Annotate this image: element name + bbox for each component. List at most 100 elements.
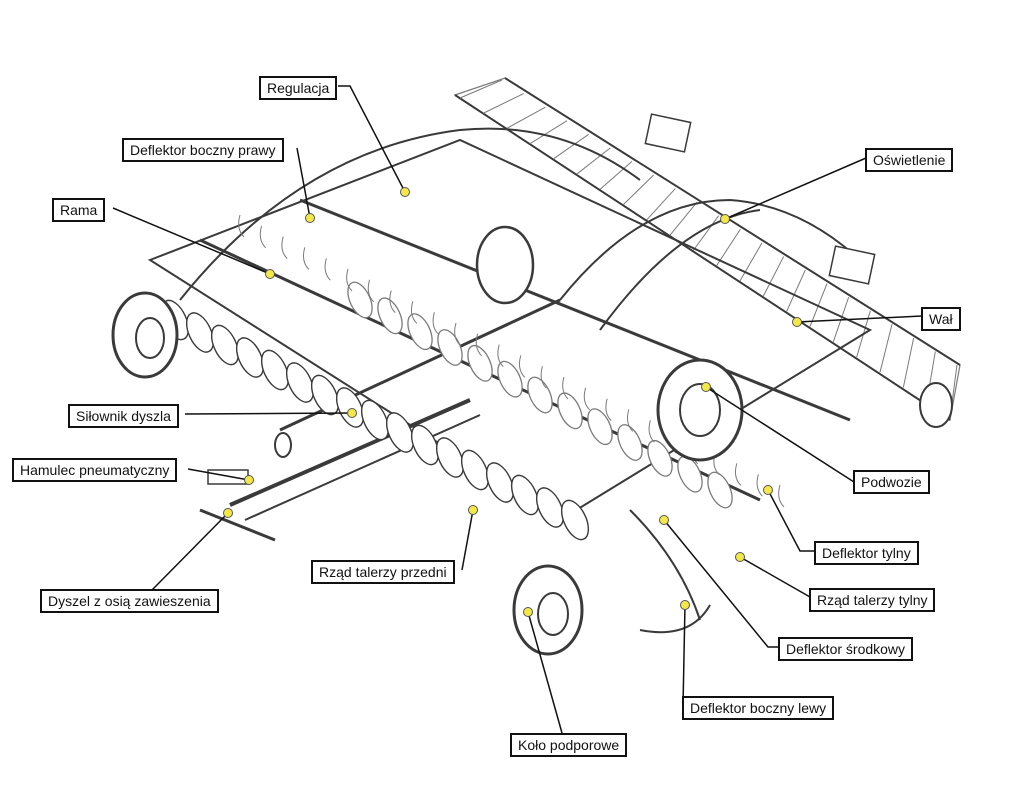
leader-line-silownik-dyszla <box>184 412 353 415</box>
label-regulacja: Regulacja <box>259 76 338 100</box>
tine <box>346 268 353 292</box>
front-disc <box>235 337 265 378</box>
roller-bar <box>483 93 524 114</box>
roller-bar <box>902 337 915 388</box>
label-rzad-talerzy-tylny: Rząd talerzy tylny <box>809 588 936 612</box>
roller-bar <box>459 79 503 99</box>
side-deflector-left-plate <box>629 509 701 621</box>
leader-line-wal <box>796 315 923 323</box>
transport-wheel-front <box>656 358 744 462</box>
marker-dot-rzad-talerzy-przedni <box>468 505 478 515</box>
frame-arch-left <box>179 127 641 301</box>
rear-disc <box>497 360 523 398</box>
roller-bar <box>716 229 741 266</box>
tine <box>756 474 763 497</box>
marker-dot-regulacja <box>400 187 410 197</box>
front-disc <box>560 499 590 541</box>
light-panel-right <box>828 245 876 285</box>
side-deflector-left-edge <box>639 604 711 634</box>
roller-bar <box>762 256 785 297</box>
label-silownik-dyszla: Siłownik dyszla <box>68 404 179 428</box>
leader-line-podwozie <box>705 386 855 483</box>
rear-disc <box>587 408 613 446</box>
rear-disc <box>527 376 553 414</box>
front-disc <box>385 412 415 453</box>
front-disc <box>435 437 465 478</box>
roller-bar <box>739 242 763 282</box>
roller-bar <box>622 174 655 206</box>
marker-dot-deflektor-boczny-prawy <box>305 213 315 223</box>
roller-bar <box>529 120 568 145</box>
tine <box>734 463 742 486</box>
suspension-axle <box>199 508 276 542</box>
main-frame-outline <box>147 138 873 522</box>
label-rzad-talerzy-przedni: Rząd talerzy przedni <box>311 560 455 584</box>
tine <box>778 484 785 508</box>
front-disc <box>310 374 340 416</box>
front-disc <box>510 474 540 516</box>
roller-bar <box>553 133 589 160</box>
marker-dots <box>223 187 802 617</box>
transport-wheel-rear <box>475 225 535 305</box>
tine <box>324 258 331 281</box>
label-rama: Rama <box>52 198 106 222</box>
marker-dot-deflektor-boczny-lewy <box>680 600 690 610</box>
support-wheel-left <box>111 291 179 379</box>
leader-line-oswietlenie <box>724 157 867 220</box>
tine <box>302 247 310 270</box>
roller-end-cap <box>919 382 953 428</box>
leader-line-regulacja <box>338 85 406 193</box>
marker-dot-hamulec-pneumatyczny <box>244 475 254 485</box>
tine <box>518 355 526 378</box>
leader-line-dyszel-z-osia-zawieszenia <box>151 512 229 591</box>
leader-line-deflektor-boczny-prawy <box>296 147 311 219</box>
marker-dot-silownik-dyszla <box>347 408 357 418</box>
front-disc <box>210 324 240 366</box>
marker-dot-dyszel-z-osia-zawieszenia <box>223 508 233 518</box>
marker-dot-deflektor-srodkowy <box>659 515 669 525</box>
label-hamulec-pneumatyczny: Hamulec pneumatyczny <box>12 458 178 482</box>
front-disc <box>360 399 390 441</box>
tine <box>583 387 590 411</box>
roller-bar <box>576 147 611 175</box>
support-wheel-left-hub <box>135 317 165 359</box>
front-disc <box>535 487 565 528</box>
label-wal: Wał <box>921 307 961 331</box>
frame-beam-mid <box>299 198 851 422</box>
roller-bar <box>786 269 806 312</box>
marker-dot-wal <box>792 317 802 327</box>
tine <box>432 312 439 335</box>
leader-line-deflektor-boczny-lewy <box>682 604 686 707</box>
rear-roller-edge-lower <box>454 94 951 421</box>
support-wheel-right-hub <box>537 592 569 636</box>
drawbar-beam-lower <box>244 414 481 521</box>
tine <box>410 301 418 324</box>
brake-chamber <box>207 469 249 485</box>
front-disc <box>185 312 215 353</box>
rear-disc <box>617 424 643 461</box>
label-kolo-podporowe: Koło podporowe <box>510 733 628 757</box>
marker-dot-kolo-podporowe <box>523 607 533 617</box>
label-deflektor-tylny: Deflektor tylny <box>814 541 919 565</box>
leader-line-hamulec-pneumatyczny <box>187 468 250 481</box>
tine <box>367 279 374 303</box>
tine <box>540 366 547 389</box>
roller-bar <box>599 161 633 190</box>
leader-lines <box>112 85 923 734</box>
rear-roller-edge-upper <box>504 77 961 366</box>
hitch-eye <box>274 432 292 458</box>
rear-disc <box>467 344 493 382</box>
leader-line-deflektor-srodkowy <box>663 519 779 648</box>
tine <box>454 322 461 346</box>
label-podwozie: Podwozie <box>853 470 930 494</box>
light-panel <box>644 113 692 153</box>
leader-line-kolo-podporowe <box>527 611 563 734</box>
cultivator-machine <box>111 77 961 656</box>
front-disc <box>285 362 315 403</box>
front-disc <box>485 462 515 503</box>
roller-bar <box>669 201 698 236</box>
rear-disc <box>707 471 733 509</box>
roller-bar <box>506 106 546 129</box>
